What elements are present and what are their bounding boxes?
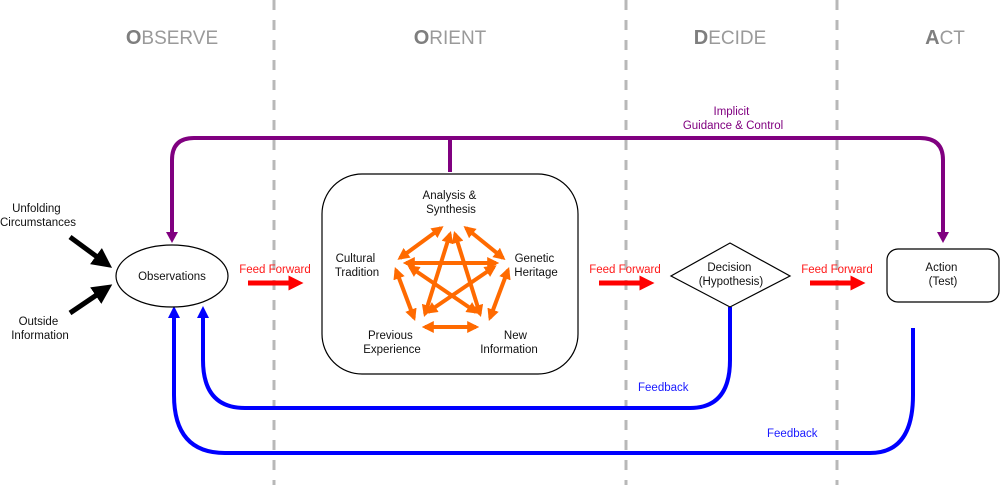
observations-node — [115, 244, 229, 308]
feed-forward-label-2: Feed Forward — [589, 264, 661, 276]
orient-new-information: New Information — [480, 330, 538, 356]
decision-node — [669, 242, 792, 308]
external-inputs: Unfolding Circumstances Outside Informat… — [0, 203, 113, 342]
orient-cultural-tradition: Cultural Tradition — [335, 253, 379, 279]
implicit-arrowhead-observe — [166, 232, 178, 243]
feedback-loops: Feedback Feedback — [168, 306, 915, 455]
arrow-unfolding — [68, 234, 113, 268]
phase-decide: DECIDE — [694, 27, 767, 49]
action-node — [886, 248, 1000, 303]
input-outside-information: Outside Information — [11, 316, 69, 342]
feedback-arrowhead-outer — [168, 306, 180, 318]
feedback-loop-decision — [201, 307, 732, 410]
feed-forward-label-3: Feed Forward — [801, 264, 873, 276]
feedback-loop-action — [172, 316, 915, 455]
phase-act: ACT — [925, 27, 965, 49]
orient-box: Analysis & Synthesis Genetic Heritage Ne… — [321, 173, 579, 375]
implicit-guidance-control: Implicit Guidance & Control — [166, 106, 949, 243]
phase-dividers — [272, 0, 839, 485]
input-unfolding-circumstances: Unfolding Circumstances — [0, 203, 76, 229]
feedback-arrowhead-inner — [197, 306, 209, 318]
feed-forward-label-1: Feed Forward — [239, 264, 311, 276]
implicit-arrowhead-act — [937, 232, 949, 243]
feedback-label-decision: Feedback — [638, 382, 689, 394]
implicit-label: Implicit Guidance & Control — [683, 106, 783, 132]
phase-orient: ORIENT — [414, 27, 487, 49]
link-genetic-previous — [425, 265, 497, 314]
implicit-guidance-line — [170, 136, 945, 238]
phase-observe: OBSERVE — [126, 27, 218, 49]
feedback-label-action: Feedback — [767, 428, 818, 440]
orient-analysis-synthesis: Analysis & Synthesis — [423, 190, 480, 216]
action-label: Action (Test) — [925, 262, 960, 288]
orient-previous-experience: Previous Experience — [363, 330, 421, 356]
orient-links — [393, 225, 511, 333]
orient-genetic-heritage: Genetic Heritage — [514, 253, 557, 279]
arrow-outside — [68, 284, 113, 316]
observations-label: Observations — [138, 271, 206, 283]
feed-forward-arrows: Feed Forward Feed Forward Feed Forward — [239, 264, 873, 291]
decision-label: Decision (Hypothesis) — [699, 262, 764, 288]
